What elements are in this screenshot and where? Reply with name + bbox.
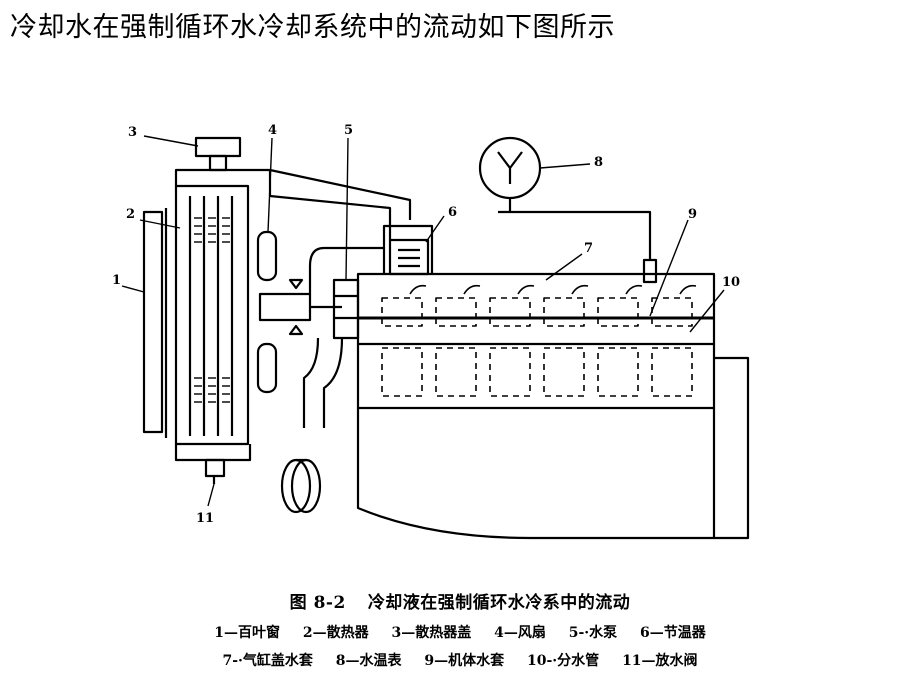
figure-caption: 图 8-2 冷却液在强制循环水冷系中的流动 bbox=[0, 588, 920, 613]
callout-7: 7 bbox=[584, 241, 593, 256]
temperature-gauge-shape bbox=[478, 136, 658, 284]
callout-11: 11 bbox=[196, 511, 214, 526]
radiator-cap-shape bbox=[194, 136, 242, 172]
upper-hose-shape bbox=[268, 170, 392, 240]
legend-item-radiator-cap: 3—散热器盖 bbox=[391, 625, 472, 641]
water-pump-shape bbox=[302, 278, 360, 428]
callout-6: 6 bbox=[448, 205, 457, 220]
legend-item-radiator: 2—散热器 bbox=[302, 625, 369, 641]
legend-item-distribution-pipe: 10-·分水管 bbox=[527, 653, 600, 669]
callout-1: 1 bbox=[112, 273, 121, 288]
legend-item-block-jacket: 9—机体水套 bbox=[424, 653, 505, 669]
thermostat-shape bbox=[308, 224, 434, 294]
figure-caption-number: 图 8-2 bbox=[289, 593, 346, 613]
legend-item-thermostat: 6—节温器 bbox=[640, 625, 706, 641]
legend-item-water-pump: 5-·水泵 bbox=[568, 625, 618, 641]
legend-item-fan: 4—风扇 bbox=[494, 625, 546, 641]
drain-valve-shape bbox=[204, 458, 226, 484]
legend-line-1: 1—百叶窗 2—散热器 3—散热器盖 4—风扇 5-·水泵 6—节温器 bbox=[0, 622, 920, 642]
figure-caption-text: 冷却液在强制循环水冷系中的流动 bbox=[367, 593, 631, 613]
legend-line-2: 7-·气缸盖水套 8—水温表 9—机体水套 10-·分水管 11—放水阀 bbox=[0, 650, 920, 670]
radiator-shape bbox=[174, 168, 412, 462]
callout-9: 9 bbox=[688, 207, 697, 222]
callout-5: 5 bbox=[344, 123, 353, 138]
cooling-system-diagram: 1 2 3 4 5 6 7 8 9 10 11 bbox=[110, 108, 810, 570]
slide-title: 冷却水在强制循环水冷却系统中的流动如下图所示 bbox=[10, 12, 615, 43]
engine-block-shape bbox=[280, 272, 750, 540]
callout-8: 8 bbox=[594, 155, 603, 170]
callout-3: 3 bbox=[128, 125, 137, 140]
legend-item-temp-gauge: 8—水温表 bbox=[335, 653, 402, 669]
callout-10: 10 bbox=[722, 275, 740, 290]
legend-item-drain-valve: 11—放水阀 bbox=[622, 653, 698, 669]
callout-4: 4 bbox=[268, 123, 277, 138]
legend-item-louver: 1—百叶窗 bbox=[214, 625, 280, 641]
louver-shape bbox=[142, 208, 168, 438]
fan-shape bbox=[256, 230, 342, 394]
legend-item-head-jacket: 7-·气缸盖水套 bbox=[222, 653, 313, 669]
callout-2: 2 bbox=[126, 207, 135, 222]
